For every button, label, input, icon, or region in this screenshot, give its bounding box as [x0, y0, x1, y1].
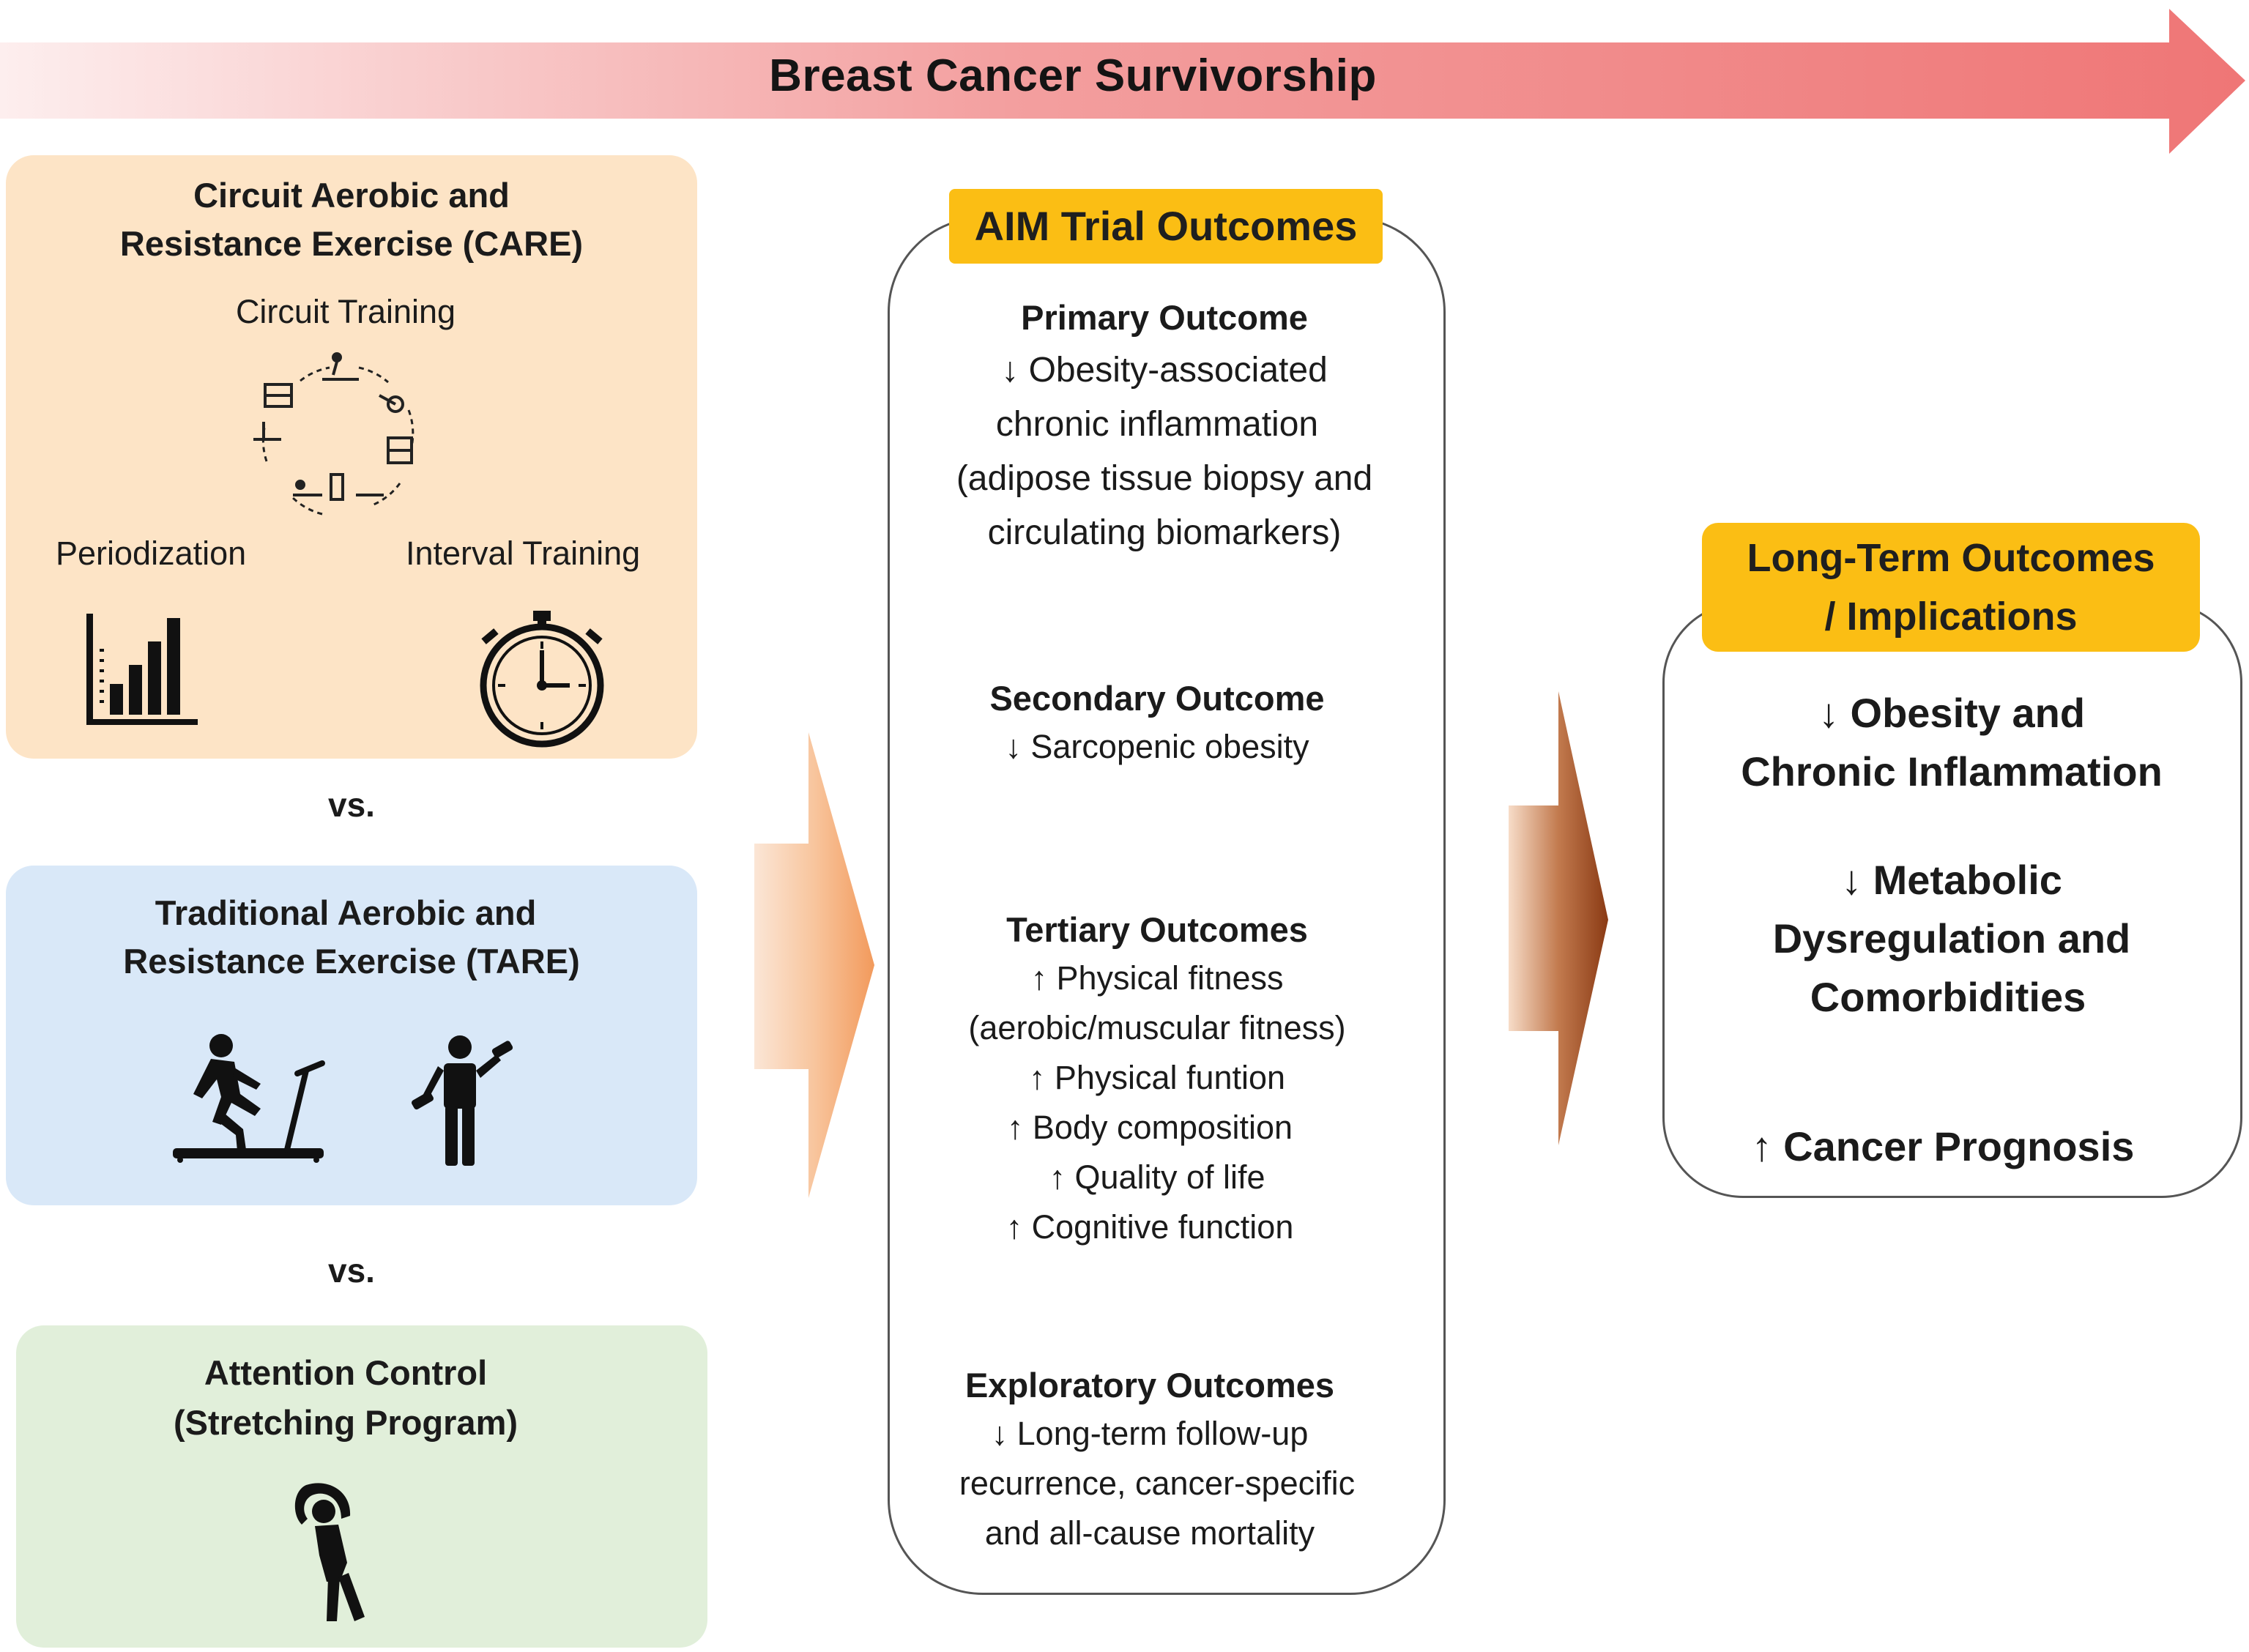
exploratory-outcome-line: and all-cause mortality: [984, 1514, 1315, 1552]
primary-outcome-line: ↓ Obesity-associated: [1001, 351, 1328, 390]
control-title-line2: (Stretching Program): [173, 1403, 518, 1442]
long-term-item-2-line2: Dysregulation and: [1772, 915, 2131, 961]
long-term-item-2-line1: ↓ Metabolic: [1841, 857, 2062, 903]
tertiary-outcome-line: ↑ Cognitive function: [1005, 1208, 1294, 1246]
primary-outcome-line: (adipose tissue biopsy and: [956, 459, 1373, 498]
primary-outcome-line: chronic inflammation: [995, 405, 1319, 444]
survivorship-banner-arrow: [0, 9, 2245, 154]
treadmill-runner-icon: [173, 1034, 325, 1163]
circuit-training-label: Circuit Training: [235, 293, 456, 330]
exploratory-outcome-line: recurrence, cancer-specific: [959, 1465, 1356, 1502]
vs-label-2: vs.: [328, 1251, 375, 1290]
flow-arrow-2: [1509, 691, 1608, 1145]
aim-outcomes-panel: [888, 217, 1446, 1595]
care-title-line2: Resistance Exercise (CARE): [119, 224, 584, 263]
control-group-box: [16, 1325, 707, 1648]
aim-outcomes-badge: AIM Trial Outcomes: [949, 189, 1383, 264]
circuit-training-icon: [253, 352, 415, 516]
interval-training-label: Interval Training: [406, 535, 641, 572]
stretching-person-icon: [294, 1483, 365, 1621]
long-term-item-1-line1: ↓ Obesity and: [1818, 690, 2086, 736]
tertiary-outcome-line: (aerobic/muscular fitness): [968, 1009, 1346, 1046]
tertiary-outcome-line: ↑ Body composition: [1006, 1109, 1293, 1146]
long-term-outcomes-badge: Long-Term Outcomes / Implications: [1702, 523, 2200, 652]
vs-label-1: vs.: [328, 786, 375, 824]
control-title-line1: Attention Control: [204, 1353, 488, 1392]
long-term-badge-line2: / Implications: [1824, 595, 2078, 639]
secondary-outcome-line: ↓ Sarcopenic obesity: [1005, 728, 1309, 765]
dumbbell-lifter-icon: [411, 1035, 513, 1166]
tertiary-outcome-heading: Tertiary Outcomes: [1006, 910, 1308, 949]
primary-outcome-line: circulating biomarkers): [987, 513, 1342, 552]
tertiary-outcome-line: ↑ Quality of life: [1049, 1158, 1265, 1196]
tare-group-box: [6, 866, 697, 1205]
flow-arrow-1: [754, 732, 874, 1198]
long-term-item-3: ↑ Cancer Prognosis: [1751, 1123, 2135, 1169]
tertiary-outcome-line: ↑ Physical funtion: [1028, 1059, 1286, 1096]
care-title-line1: Circuit Aerobic and: [193, 176, 510, 215]
tare-title-line2: Resistance Exercise (TARE): [123, 942, 580, 981]
tare-title-line1: Traditional Aerobic and: [155, 893, 537, 932]
banner-title: Breast Cancer Survivorship: [769, 51, 1377, 101]
periodization-label: Periodization: [56, 535, 247, 572]
primary-outcome-heading: Primary Outcome: [1021, 298, 1308, 337]
exploratory-outcome-heading: Exploratory Outcomes: [964, 1366, 1335, 1404]
exploratory-outcome-line: ↓ Long-term follow-up: [991, 1415, 1309, 1452]
tertiary-outcome-line: ↑ Physical fitness: [1030, 959, 1284, 997]
long-term-badge-line1: Long-Term Outcomes: [1747, 536, 2155, 580]
long-term-item-2-line3: Comorbidities: [1810, 974, 2086, 1020]
long-term-item-1-line2: Chronic Inflammation: [1741, 748, 2163, 795]
bar-chart-icon: [86, 614, 198, 725]
secondary-outcome-heading: Secondary Outcome: [989, 679, 1325, 718]
stopwatch-icon: [480, 611, 604, 748]
